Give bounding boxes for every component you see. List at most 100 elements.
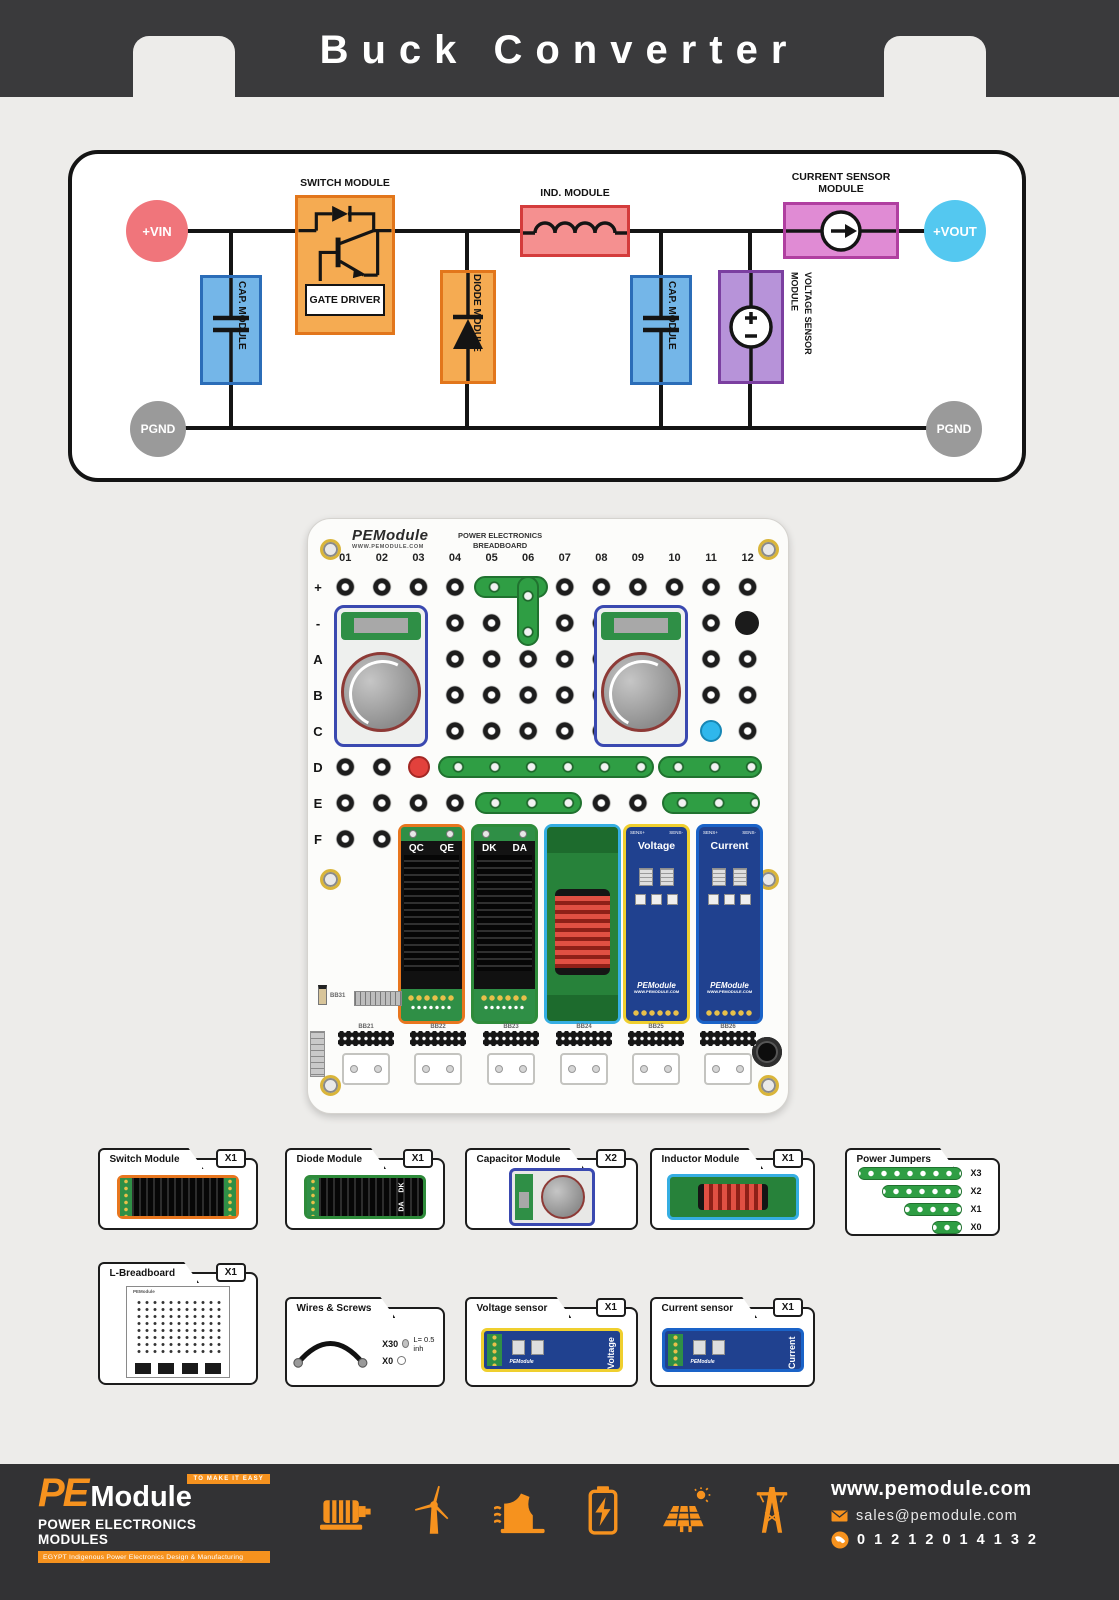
cyan-terminal	[700, 720, 722, 742]
screw-dot	[640, 1065, 648, 1073]
connector-socket	[704, 1053, 752, 1085]
power-tower-icon	[750, 1482, 794, 1536]
part-card-lbreadboard: L-Breadboard X1 PEModule	[98, 1272, 258, 1385]
column-label: 03	[412, 552, 425, 564]
jumper-row: X2	[857, 1184, 989, 1198]
breadboard-thumb: PEModule	[126, 1285, 230, 1378]
capacitor-symbol	[643, 278, 679, 382]
breadboard-connector: BB21	[334, 1024, 398, 1085]
capacitor-symbol	[213, 278, 249, 382]
part-image	[658, 1172, 807, 1222]
part-image: PEModule Current	[658, 1321, 807, 1379]
connector-stubs	[135, 1362, 221, 1374]
sense-labels: SENS+ SENS-	[703, 830, 756, 835]
inductor-symbol	[523, 221, 627, 235]
jumpers-thumb: X3 X2 X1 X0	[853, 1166, 992, 1234]
part-image: PEModule	[106, 1285, 250, 1378]
screw-hole	[758, 1075, 779, 1096]
email-row: sales@pemodule.com	[831, 1508, 1067, 1524]
current-sensor-thumb: PEModule Current	[661, 1328, 804, 1372]
connector-socket	[560, 1053, 608, 1085]
part-image: X30 L= 0.5 inh X0	[293, 1321, 437, 1379]
electrolytic-capacitor	[752, 1037, 782, 1067]
component	[740, 894, 751, 905]
power-jumper	[438, 756, 654, 778]
power-jumper	[662, 792, 760, 814]
pin-row	[483, 1005, 526, 1010]
logo-pe: PE	[38, 1471, 89, 1515]
logo-module: Module	[90, 1481, 192, 1513]
logo-description: EGYPT Indigenous Power Electronics Desig…	[38, 1551, 270, 1563]
ic-chip	[712, 868, 726, 886]
part-title: L-Breadboard	[98, 1262, 200, 1283]
solar-panel-icon	[658, 1486, 712, 1536]
part-qty: X1	[595, 1298, 626, 1317]
page-title: Buck Converter	[319, 28, 800, 72]
power-jumper	[658, 756, 762, 778]
part-qty: X2	[595, 1149, 626, 1168]
part-image: PEModule Voltage	[473, 1321, 630, 1379]
diode-module-label: DIODE MODULE	[471, 274, 482, 352]
ic-components	[626, 868, 687, 886]
capacitor-module-thumb	[508, 1168, 595, 1226]
screw-dot	[409, 830, 417, 838]
ic-chip	[692, 1340, 706, 1355]
breadboard: PEModule WWW.PEMODULE.COM POWER ELECTRON…	[307, 518, 789, 1114]
small-components	[699, 894, 760, 905]
wind-turbine-icon	[412, 1484, 456, 1536]
pgnd-left-node: PGND	[130, 401, 186, 457]
part-card-wires: Wires & Screws X30 L= 0.5 inh X0	[285, 1307, 445, 1387]
breadboard-connector: BB26	[696, 1024, 760, 1085]
jumper-bar	[857, 1166, 962, 1180]
screw-hole	[320, 869, 341, 890]
connector-pins	[483, 1031, 539, 1046]
part-card-voltage-sensor: Voltage sensor X1 PEModule Voltage	[465, 1307, 638, 1387]
energy-icons	[320, 1482, 794, 1536]
black-terminal	[735, 611, 759, 635]
footer: PE Module TO MAKE IT EASY POWER ELECTRON…	[0, 1464, 1119, 1600]
part-qty: X1	[215, 1149, 246, 1168]
inductor-coil	[555, 889, 610, 975]
module-pcb-bottom	[547, 995, 618, 1021]
component	[651, 894, 662, 905]
module-pcb-bottom	[474, 989, 535, 1021]
vout-node: +VOUT	[924, 200, 986, 262]
module-pcb-bottom	[401, 989, 462, 1021]
part-card-switch: Switch Module X1	[98, 1158, 258, 1230]
row-label: -	[315, 615, 321, 631]
stub	[204, 1362, 221, 1374]
pgnd-right-node: PGND	[926, 401, 982, 457]
switch-module-installed: QC QE	[398, 824, 465, 1024]
motor-icon	[320, 1488, 374, 1536]
part-title: Capacitor Module	[465, 1148, 585, 1169]
clamp	[518, 1192, 529, 1208]
diode-module-thumb: DK DA	[304, 1175, 426, 1219]
cap-module-1	[200, 275, 262, 385]
cap-module-1-label: CAP. MODULE	[236, 281, 247, 350]
ic-components	[692, 1340, 725, 1355]
header-corner-cut-left	[133, 36, 235, 118]
inductor-module-installed	[544, 824, 621, 1024]
screw-hole	[320, 539, 341, 560]
power-jumper	[517, 576, 539, 646]
column-label: 02	[375, 552, 388, 564]
column-label: 06	[522, 552, 535, 564]
inductor-module-label: IND. MODULE	[540, 187, 610, 199]
row-label: D	[313, 759, 323, 775]
connector-socket	[632, 1053, 680, 1085]
gold-pads	[667, 1334, 683, 1366]
connector-pins	[556, 1031, 612, 1046]
module-pcb-top	[474, 827, 535, 841]
breadboard-connector: BB23	[479, 1024, 543, 1085]
side-connector	[354, 991, 402, 1006]
row-label: E	[313, 795, 323, 811]
part-image	[106, 1172, 250, 1222]
current-sensor-label: CURRENT SENSOR MODULE	[791, 171, 891, 196]
igbt-symbol	[298, 205, 392, 282]
current-card-label: Current	[710, 840, 749, 852]
component	[667, 894, 678, 905]
screw-dot	[422, 1065, 430, 1073]
part-card-capacitor: Capacitor Module X2	[465, 1158, 638, 1230]
ic-chip	[511, 1340, 525, 1355]
